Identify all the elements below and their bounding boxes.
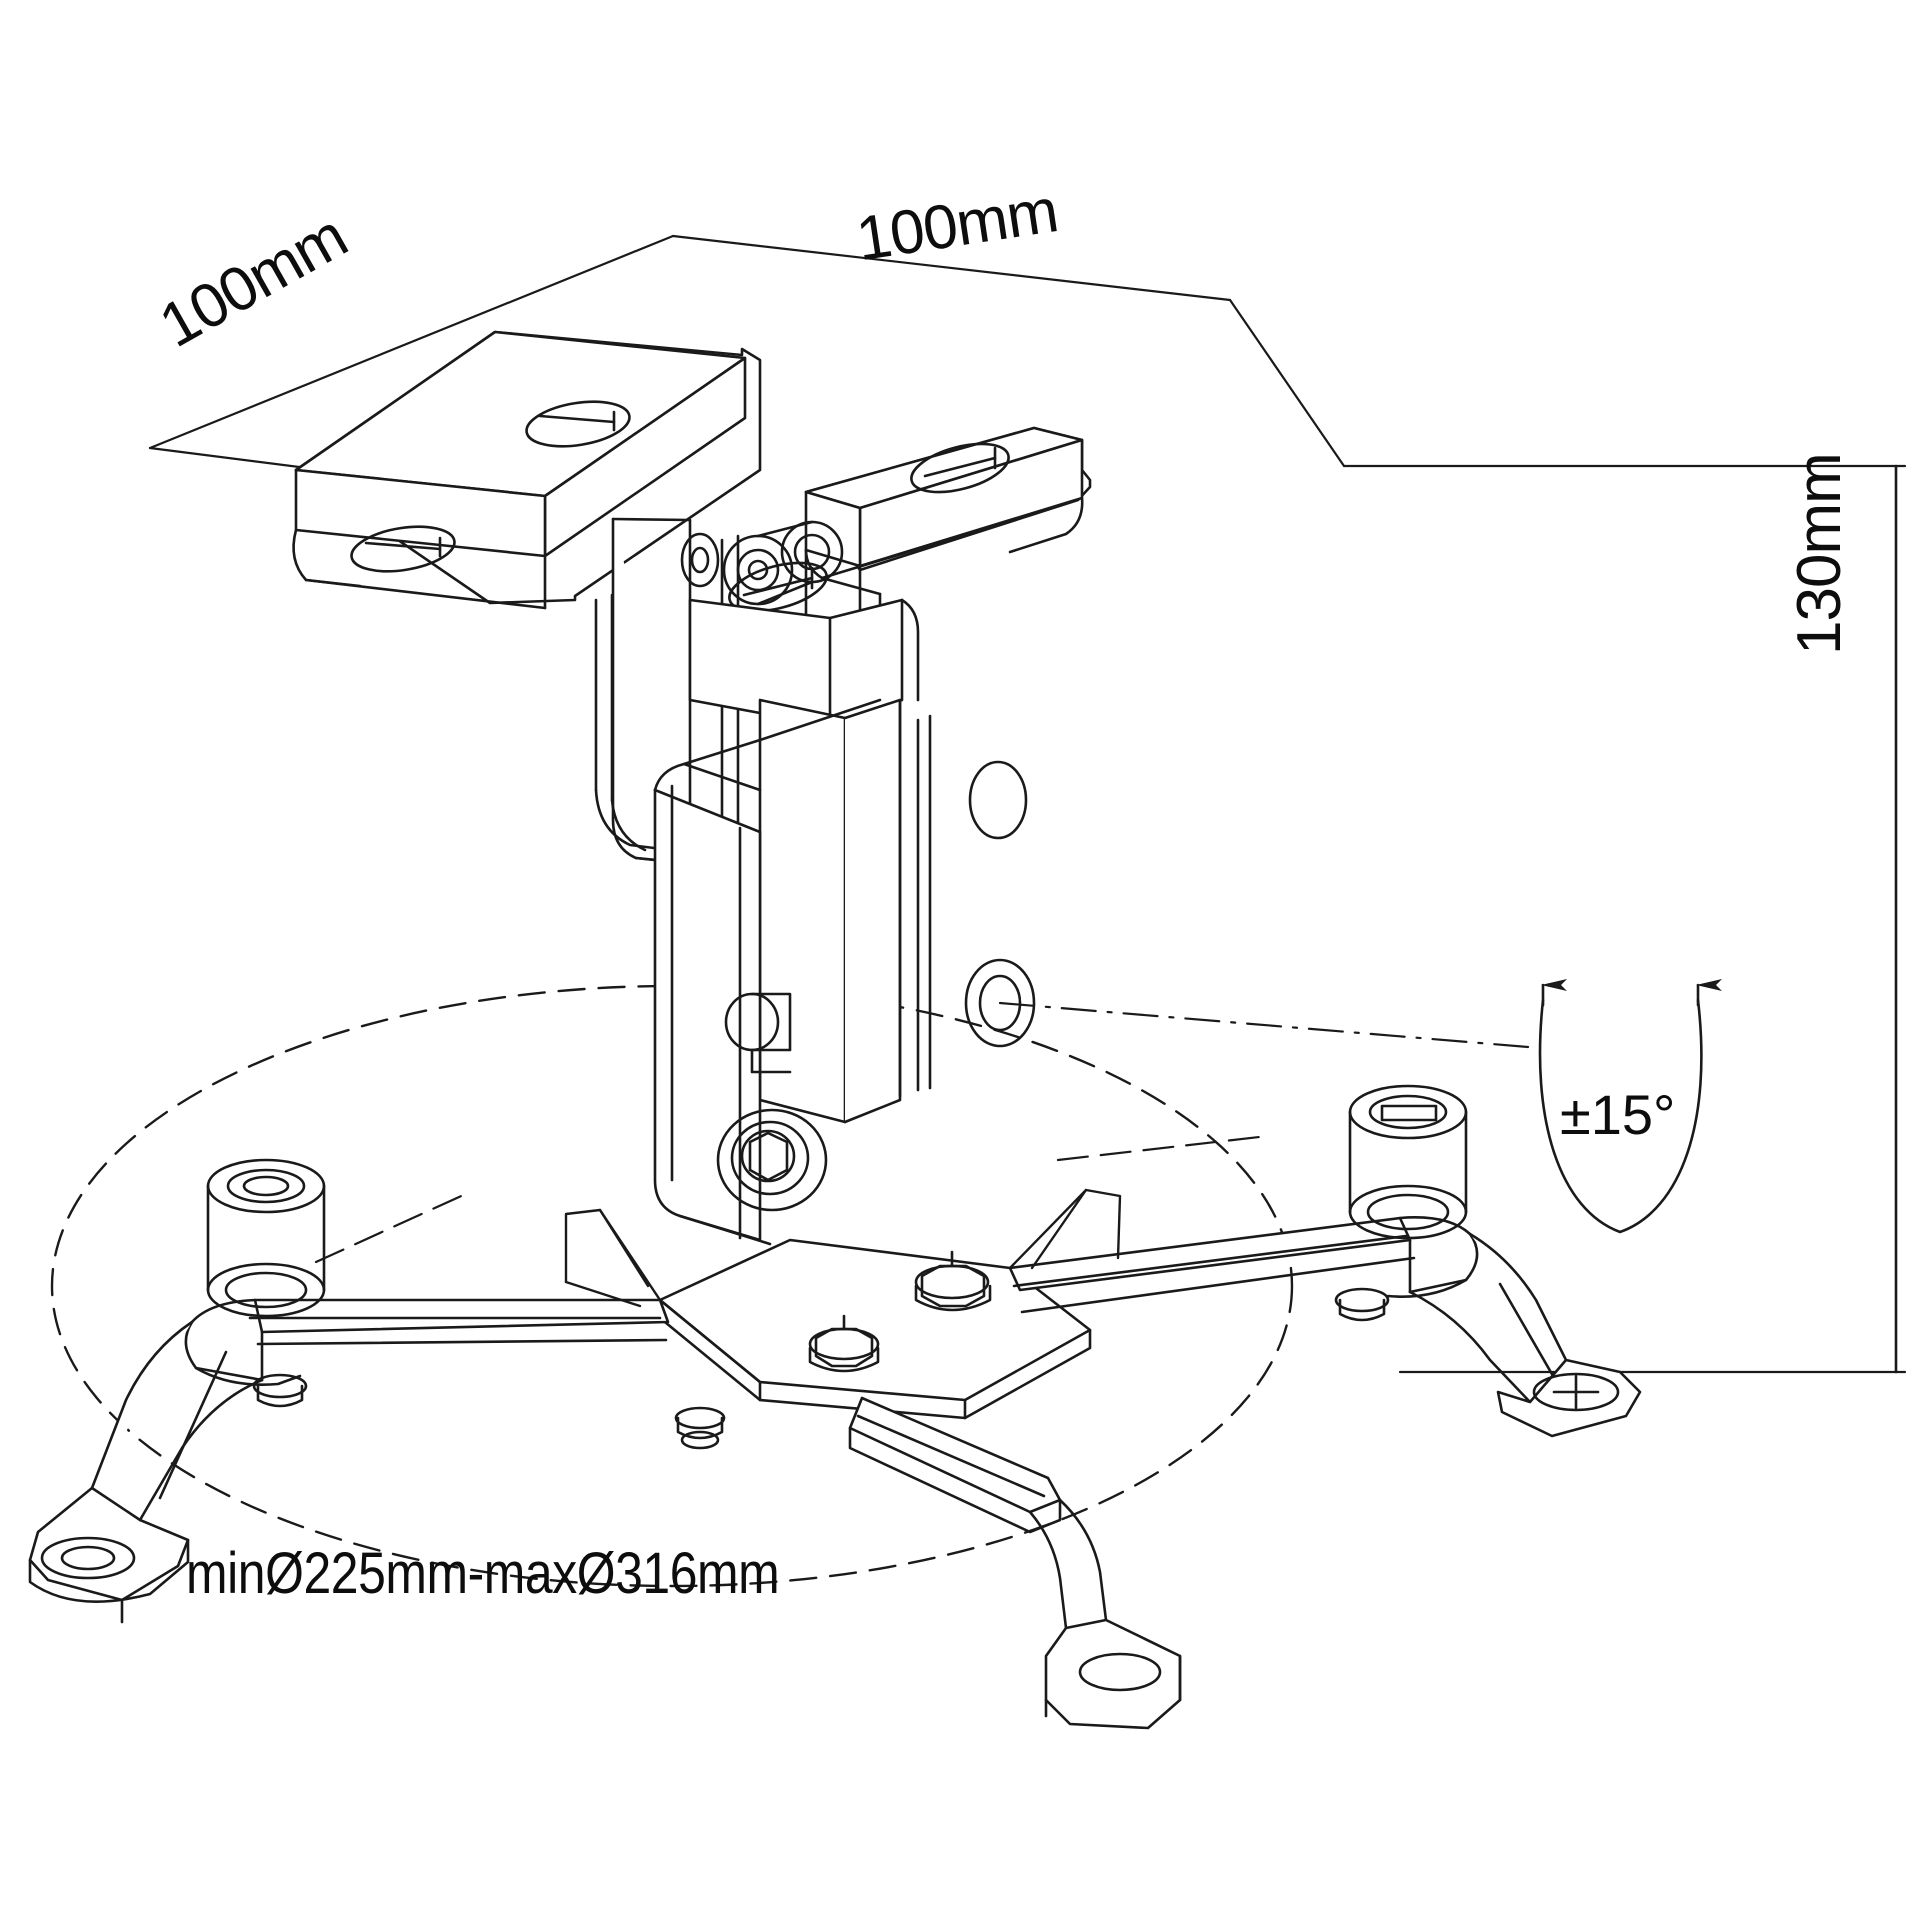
ceiling-bracket-left-plate	[292, 330, 762, 610]
mounting-diameter-label: minØ225mm-maxØ316mm	[186, 1541, 780, 1606]
hub-gussets	[564, 1188, 1122, 1308]
spider-arm-left-front	[28, 1320, 264, 1624]
ceiling-bracket-right-plate	[728, 426, 1092, 613]
tilt-leader-line	[998, 1001, 1530, 1049]
tilt-angle-label: ±15°	[1560, 1083, 1676, 1146]
leader-lines	[314, 1134, 1270, 1264]
spider-arm-front	[674, 1396, 1182, 1730]
tilt-arc-symbol	[1538, 979, 1722, 1234]
height-dimension-label: 130mm	[1785, 453, 1854, 655]
spider-arm-left-back	[184, 1158, 670, 1408]
spider-arm-right-back	[1008, 1084, 1479, 1322]
mount-footprint-ellipse	[50, 984, 1294, 1588]
vertical-column	[653, 698, 1036, 1246]
pivot-hinge-block	[680, 520, 920, 744]
spider-arm-right-front	[1408, 1232, 1642, 1438]
hub-fasteners	[808, 1250, 992, 1373]
